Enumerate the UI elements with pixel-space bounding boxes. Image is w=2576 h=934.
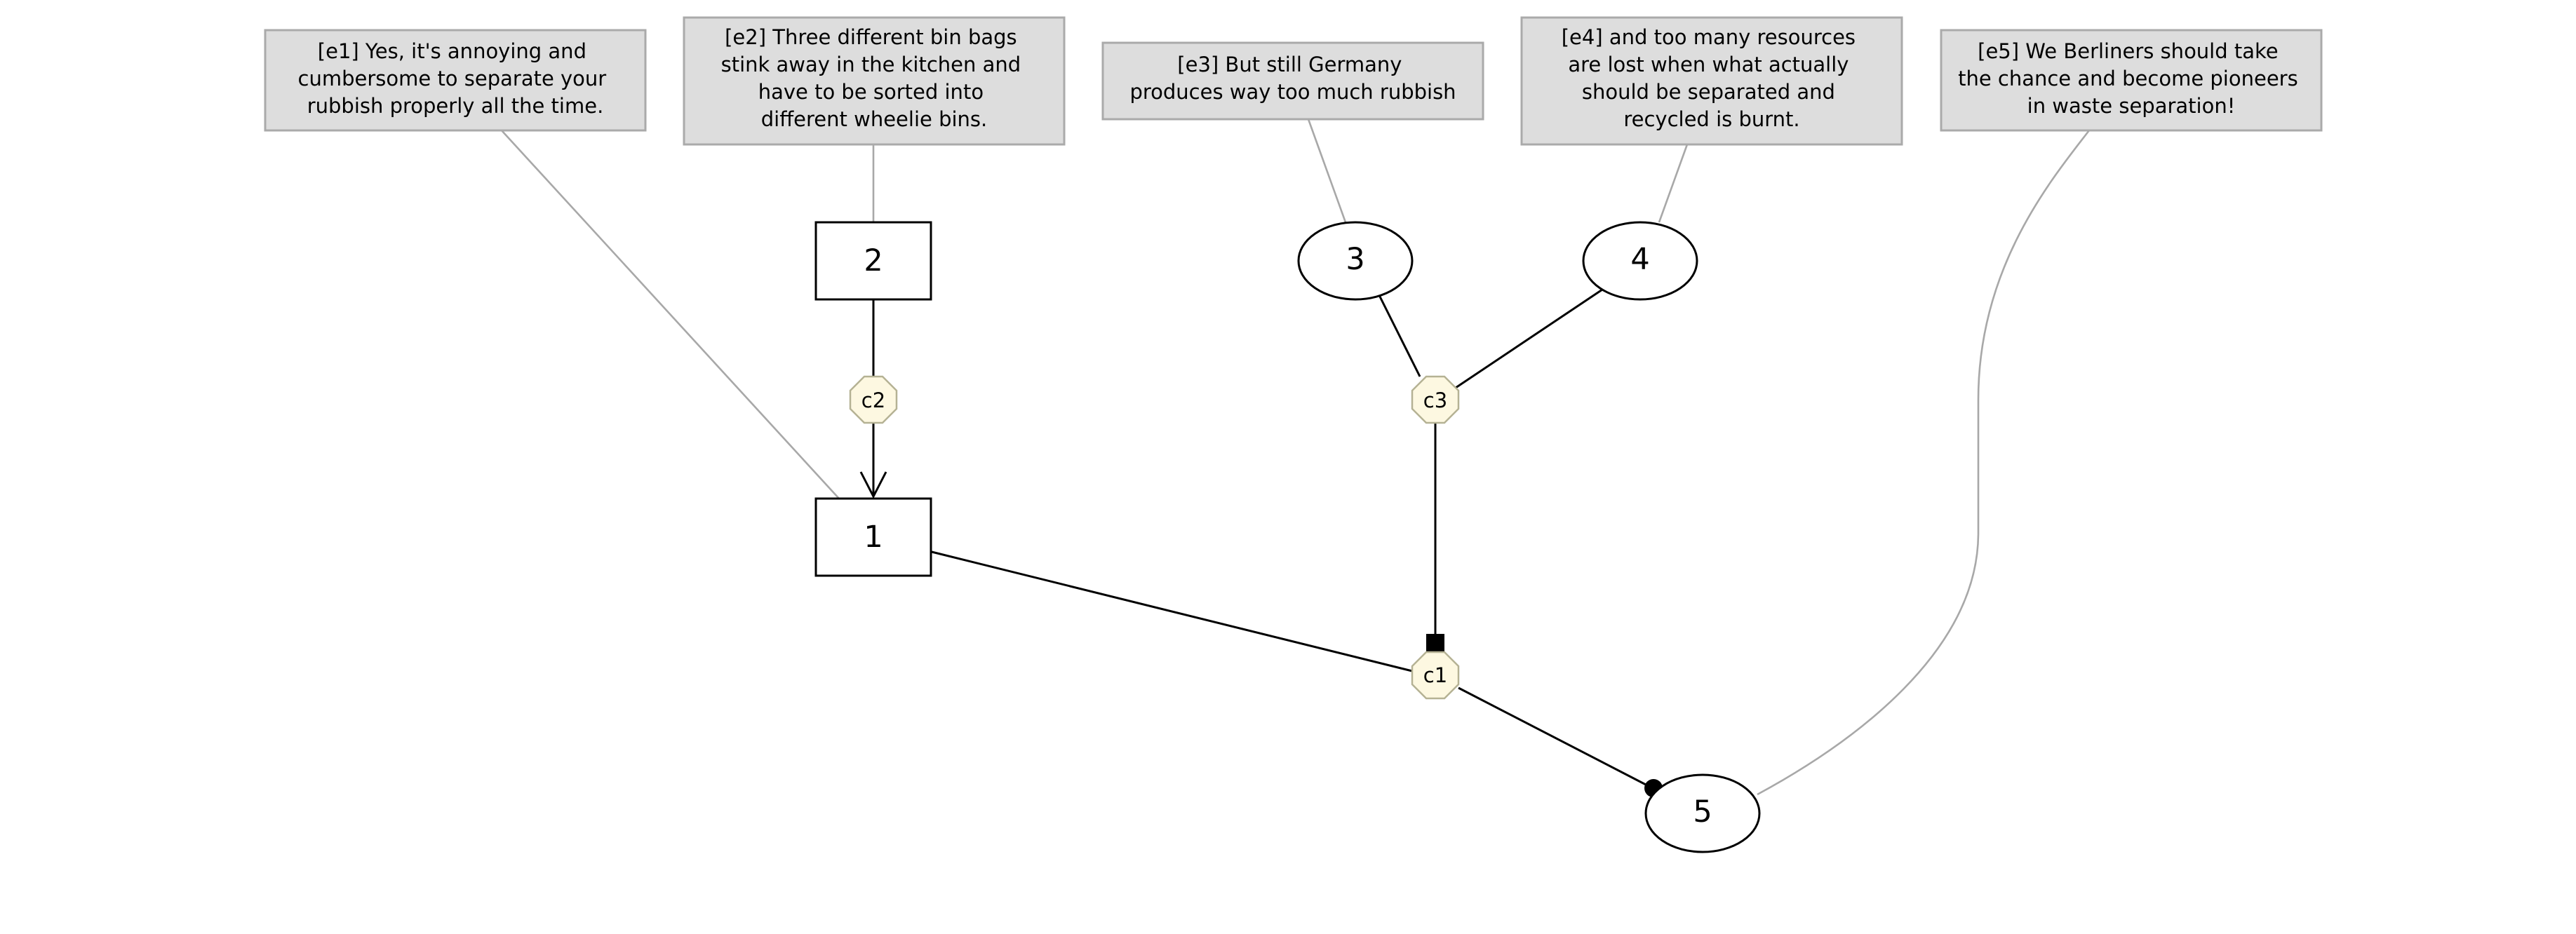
note-e2-line: different wheelie bins. — [761, 107, 988, 131]
note-e5-box — [1940, 29, 2323, 132]
note-e1-line: [e1] Yes, it's annoying and — [318, 39, 586, 63]
anchor-line-e4 — [1658, 144, 1689, 223]
note-e3-line: produces way too much rubbish — [1129, 80, 1456, 104]
note-e3-text: [e3] But still Germany produces way too … — [1129, 53, 1456, 104]
node-5-ellipse — [1644, 773, 1761, 853]
node-3-label: 3 — [1346, 242, 1364, 277]
node-3[interactable]: 3 — [1297, 221, 1414, 301]
note-e3: [e3] But still Germany produces way too … — [1101, 41, 1484, 121]
connector-c2: c2 — [849, 375, 898, 424]
edge-4-c3 — [1451, 288, 1603, 392]
node-1-label: 1 — [864, 520, 883, 555]
node-4-ellipse — [1582, 221, 1698, 301]
node-3-ellipse — [1297, 221, 1414, 301]
anchor-line-e1 — [501, 130, 840, 499]
node-5[interactable]: 5 — [1644, 773, 1761, 853]
note-e4: [e4] and too many resources are lost whe… — [1520, 16, 1903, 146]
arrowhead-c2-1 — [859, 471, 887, 499]
edge-3-c3 — [1378, 295, 1421, 377]
note-e2-box — [683, 16, 1066, 146]
note-e3-line: [e3] But still Germany — [1177, 53, 1402, 76]
square-head-c3-c1 — [1426, 634, 1444, 652]
note-e2-text: [e2] Three different bin bags stink away… — [721, 25, 1028, 131]
anchor-line-e5 — [1757, 130, 2091, 796]
anchor-line-e3 — [1307, 119, 1347, 223]
note-e1-line: rubbish properly all the time. — [307, 94, 604, 118]
notes: [e1] Yes, it's annoying and cumbersome t… — [264, 16, 2323, 146]
note-e4-line: recycled is burnt. — [1623, 107, 1799, 131]
connector-c1-octagon — [1411, 651, 1460, 700]
node-2[interactable]: 2 — [814, 221, 932, 301]
note-e1-box — [264, 29, 647, 132]
note-e1-text: [e1] Yes, it's annoying and cumbersome t… — [298, 39, 613, 118]
note-e4-box — [1520, 16, 1903, 146]
note-e4-line: are lost when what actually — [1568, 53, 1849, 76]
note-e5: [e5] We Berliners should take the chance… — [1940, 29, 2323, 132]
connectors: c2 c3 c1 — [849, 375, 1460, 700]
connector-c2-label: c2 — [861, 388, 885, 412]
connector-c1-label: c1 — [1423, 663, 1447, 687]
node-1[interactable]: 1 — [814, 497, 932, 577]
node-1-box — [814, 497, 932, 577]
note-e4-line: should be separated and — [1582, 80, 1835, 104]
connector-c3-label: c3 — [1423, 388, 1447, 412]
connector-c1: c1 — [1411, 651, 1460, 700]
note-e4-text: [e4] and too many resources are lost whe… — [1562, 25, 1863, 131]
note-e3-box — [1101, 41, 1484, 121]
note-e1: [e1] Yes, it's annoying and cumbersome t… — [264, 29, 647, 132]
note-e2-line: stink away in the kitchen and — [721, 53, 1021, 76]
annotation-lines — [501, 119, 2091, 796]
note-e5-text: [e5] We Berliners should take the chance… — [1958, 39, 2305, 118]
node-2-box — [814, 221, 932, 301]
note-e5-line: [e5] We Berliners should take — [1978, 39, 2278, 63]
note-e2: [e2] Three different bin bags stink away… — [683, 16, 1066, 146]
note-e2-line: have to be sorted into — [758, 80, 984, 104]
edge-1-c1 — [931, 550, 1413, 672]
note-e4-line: [e4] and too many resources — [1562, 25, 1856, 49]
connector-c2-octagon — [849, 375, 898, 424]
note-e5-line: the chance and become pioneers — [1958, 67, 2298, 90]
node-5-label: 5 — [1693, 794, 1712, 830]
edges — [859, 288, 1663, 797]
connector-c3: c3 — [1411, 375, 1460, 424]
note-e2-line: [e2] Three different bin bags — [725, 25, 1017, 49]
nodes: 1 2 3 4 5 — [814, 221, 1761, 853]
node-4[interactable]: 4 — [1582, 221, 1698, 301]
node-2-label: 2 — [864, 243, 883, 278]
connector-c3-octagon — [1411, 375, 1460, 424]
edge-c1-5 — [1458, 686, 1648, 787]
node-4-label: 4 — [1630, 242, 1649, 277]
note-e5-line: in waste separation! — [2027, 94, 2236, 118]
note-e1-line: cumbersome to separate your — [298, 67, 607, 90]
